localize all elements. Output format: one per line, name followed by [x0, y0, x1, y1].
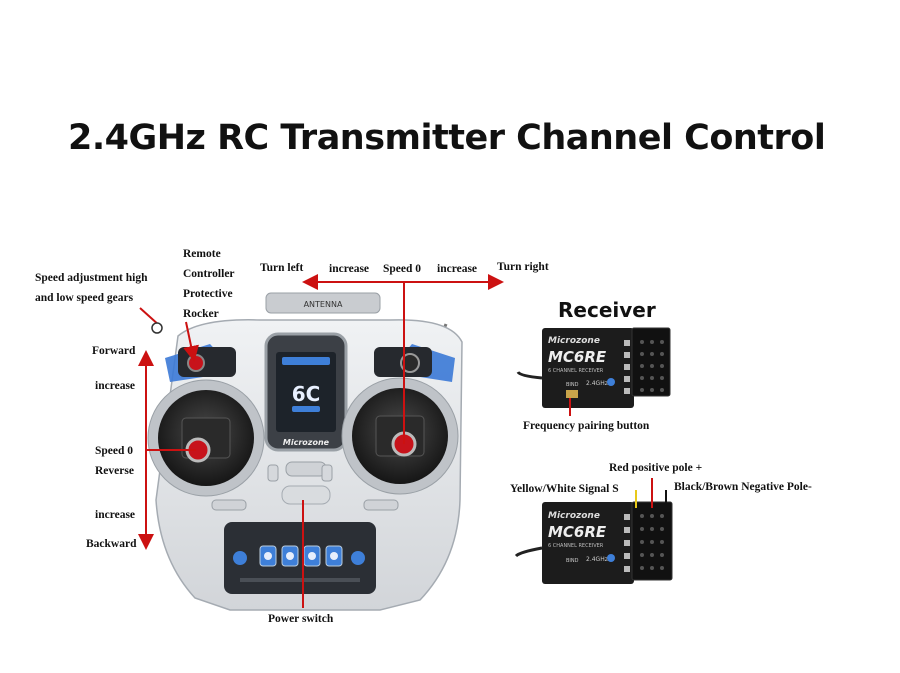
- receiver-subtitle-2: 6 CHANNEL RECEIVER: [548, 543, 604, 549]
- label-increase-right: increase: [437, 263, 478, 275]
- label-speed0-top: Speed 0: [383, 263, 422, 275]
- label-speed0-left: Speed 0: [95, 445, 134, 457]
- label-speed-adjustment: Speed adjustment high: [35, 272, 148, 284]
- antenna-label: ANTENNA: [304, 300, 343, 309]
- receiver-bind: BIND: [566, 382, 579, 388]
- receiver-model-2: MC6RE: [548, 523, 607, 541]
- transmitter-brand: Microzone: [283, 438, 330, 447]
- label-turn-right: Turn right: [497, 261, 549, 273]
- label-negative: Black/Brown Negative Pole-: [674, 481, 812, 493]
- receiver-brand-2: Microzone: [548, 511, 600, 521]
- receiver-freq: 2.4GHz: [586, 380, 608, 387]
- receiver-bind-2: BIND: [566, 558, 579, 564]
- label-remote-3: Protective: [183, 288, 233, 300]
- label-turn-left: Turn left: [260, 262, 304, 274]
- receiver-model: MC6RE: [548, 348, 607, 366]
- label-increase-left: increase: [329, 263, 370, 275]
- right-gimbal: [341, 377, 459, 495]
- label-speed-adjustment-2: and low speed gears: [35, 292, 134, 304]
- center-screen: 6C Microzone: [264, 332, 348, 452]
- screen-model: 6C: [292, 382, 321, 406]
- label-remote-1: Remote: [183, 248, 221, 260]
- receiver-subtitle: 6 CHANNEL RECEIVER: [548, 368, 604, 374]
- label-red-positive: Red positive pole +: [609, 462, 703, 474]
- label-forward: Forward: [92, 345, 136, 357]
- label-signal: Yellow/White Signal S: [510, 483, 619, 495]
- receiver-freq-2: 2.4GHz: [586, 556, 608, 563]
- label-backward: Backward: [86, 538, 137, 550]
- center-controls: [211, 461, 399, 511]
- label-increase-top: increase: [95, 380, 136, 392]
- receiver-top: Microzone MC6RE 6 CHANNEL RECEIVER BIND …: [516, 327, 671, 408]
- left-gimbal: [147, 379, 265, 497]
- label-increase-bottom: increase: [95, 509, 136, 521]
- label-remote-4: Rocker: [183, 308, 219, 320]
- speed-switch-pointer: [151, 322, 163, 334]
- receiver-bottom: Microzone MC6RE 6 CHANNEL RECEIVER BIND …: [514, 501, 673, 584]
- page-title: 2.4GHz RC Transmitter Channel Control: [68, 118, 826, 158]
- label-power-switch: Power switch: [268, 613, 334, 625]
- label-frequency-pairing: Frequency pairing button: [523, 420, 650, 432]
- receiver-brand: Microzone: [548, 336, 600, 346]
- bottom-panel: [224, 522, 376, 594]
- label-remote-2: Controller: [183, 268, 235, 280]
- receiver-title: Receiver: [558, 298, 656, 322]
- label-reverse: Reverse: [95, 465, 134, 477]
